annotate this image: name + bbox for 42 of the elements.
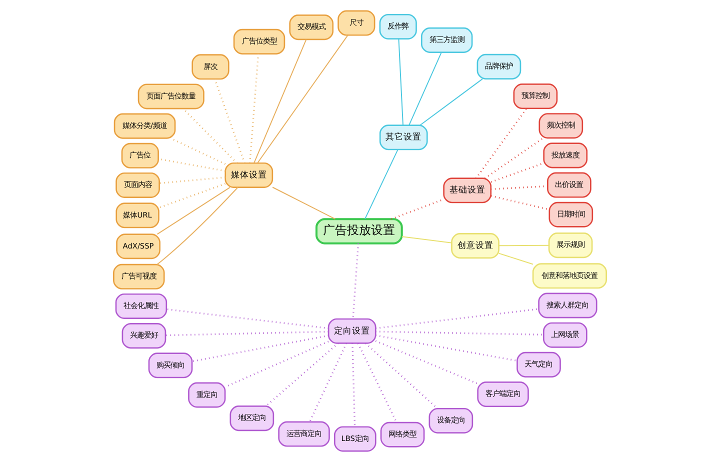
connector	[159, 176, 226, 184]
connector	[182, 108, 238, 164]
node-box: 媒体设置	[224, 162, 274, 188]
connector	[398, 38, 404, 126]
connector	[376, 330, 544, 336]
connector	[498, 244, 549, 246]
connector	[352, 243, 360, 319]
connector	[484, 137, 544, 179]
connector	[376, 308, 539, 330]
node-box: 定向设置	[328, 318, 376, 344]
connector	[158, 182, 226, 208]
connector	[214, 78, 246, 164]
connector	[364, 149, 398, 220]
connector	[357, 343, 398, 423]
connector	[192, 334, 329, 362]
connector	[308, 342, 348, 422]
connector	[249, 54, 260, 163]
connector	[257, 35, 348, 164]
connector	[498, 252, 534, 265]
node-box: 其它设置	[379, 124, 428, 150]
connector	[156, 187, 238, 265]
connector	[266, 342, 339, 407]
connector	[490, 162, 544, 183]
connector	[375, 340, 478, 384]
connector	[158, 158, 226, 172]
node-box: 基础设置	[443, 178, 492, 204]
connector	[272, 186, 336, 220]
connector	[170, 137, 226, 165]
connector	[475, 108, 528, 179]
connector	[490, 195, 550, 210]
connector	[166, 330, 328, 336]
connector	[402, 236, 452, 244]
node-box: 创意设置	[451, 233, 500, 259]
connector	[156, 187, 230, 235]
connector	[408, 52, 442, 126]
connector	[420, 78, 483, 126]
node-box: 广告投放设置	[315, 218, 403, 244]
connector	[352, 343, 356, 427]
connector	[365, 342, 438, 410]
connector	[376, 334, 518, 362]
connector	[254, 39, 307, 164]
connector	[166, 308, 329, 330]
